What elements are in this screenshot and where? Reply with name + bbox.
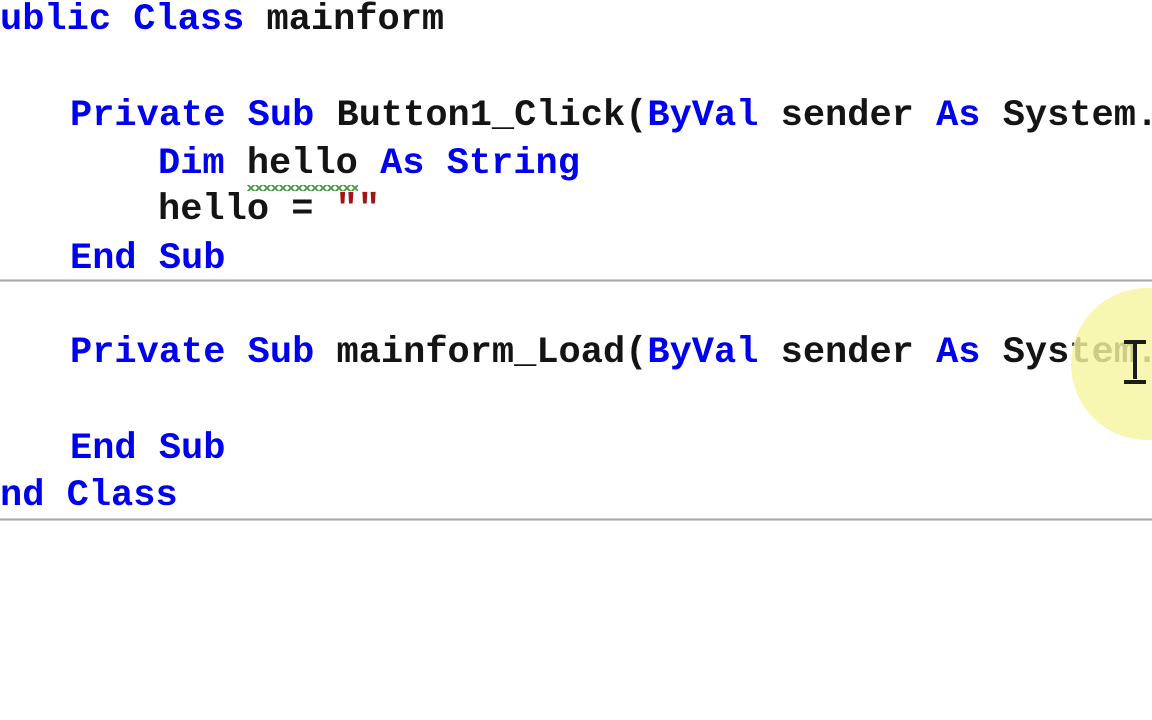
code-token: (: [625, 332, 648, 374]
code-token: [225, 95, 247, 137]
line-class-declaration[interactable]: ublic Class mainform: [0, 0, 444, 40]
code-token: sender: [780, 95, 914, 137]
line-end-sub-button1[interactable]: End Sub: [70, 239, 225, 279]
code-token: Class: [133, 0, 245, 41]
code-token: As: [380, 143, 425, 185]
code-token: [137, 428, 159, 470]
code-token: [981, 95, 1003, 137]
line-dim-hello[interactable]: Dim hello As String: [158, 143, 580, 191]
code-token: [137, 238, 159, 280]
code-token: System.: [1002, 95, 1152, 137]
code-token: End: [70, 238, 137, 280]
code-token: mainform_Load: [336, 332, 626, 374]
code-token: As: [936, 95, 981, 137]
code-token: Class: [66, 475, 178, 517]
code-token: [358, 143, 380, 185]
code-token: [758, 332, 780, 374]
code-token: System.: [1002, 332, 1152, 374]
code-token: [44, 475, 66, 517]
code-token: sender: [780, 332, 914, 374]
code-token: [244, 0, 266, 41]
line-end-sub-mainform-load[interactable]: End Sub: [70, 429, 225, 469]
warning-token: hello: [246, 143, 358, 191]
code-token: Sub: [247, 332, 315, 374]
code-token: "": [335, 189, 381, 231]
code-token: =: [269, 189, 336, 231]
code-token: Private: [70, 332, 226, 374]
code-token: (: [625, 95, 648, 137]
code-token: [314, 332, 336, 374]
code-token: hello: [158, 189, 270, 231]
code-token: ByVal: [647, 332, 759, 374]
separator-after-end-class: [0, 518, 1152, 521]
code-token: End: [70, 428, 137, 470]
code-token: Sub: [158, 238, 226, 280]
code-token: [225, 143, 247, 185]
line-hello-assignment[interactable]: hello = "": [158, 190, 380, 230]
code-token: [314, 95, 336, 137]
code-token: nd: [0, 475, 45, 517]
code-token: mainform: [266, 0, 445, 41]
code-token: Sub: [247, 95, 315, 137]
code-token: ublic: [0, 0, 112, 41]
line-end-class[interactable]: nd Class: [0, 476, 178, 516]
code-token: [914, 95, 936, 137]
code-token: [425, 143, 447, 185]
code-token: Button1_Click: [336, 95, 626, 137]
code-token: [111, 0, 133, 41]
code-token: [225, 332, 247, 374]
line-mainform-load-signature[interactable]: Private Sub mainform_Load(ByVal sender A…: [70, 333, 1152, 373]
code-token: String: [446, 143, 580, 185]
code-token: [758, 95, 780, 137]
code-token: Sub: [158, 428, 226, 470]
code-token: Private: [70, 95, 226, 137]
code-token: As: [936, 332, 981, 374]
code-token: [981, 332, 1003, 374]
line-button1-click-signature[interactable]: Private Sub Button1_Click(ByVal sender A…: [70, 96, 1152, 136]
code-token: [914, 332, 936, 374]
code-token: ByVal: [647, 95, 759, 137]
separator-after-button1-click: [0, 279, 1152, 282]
code-token: Dim: [158, 143, 225, 185]
